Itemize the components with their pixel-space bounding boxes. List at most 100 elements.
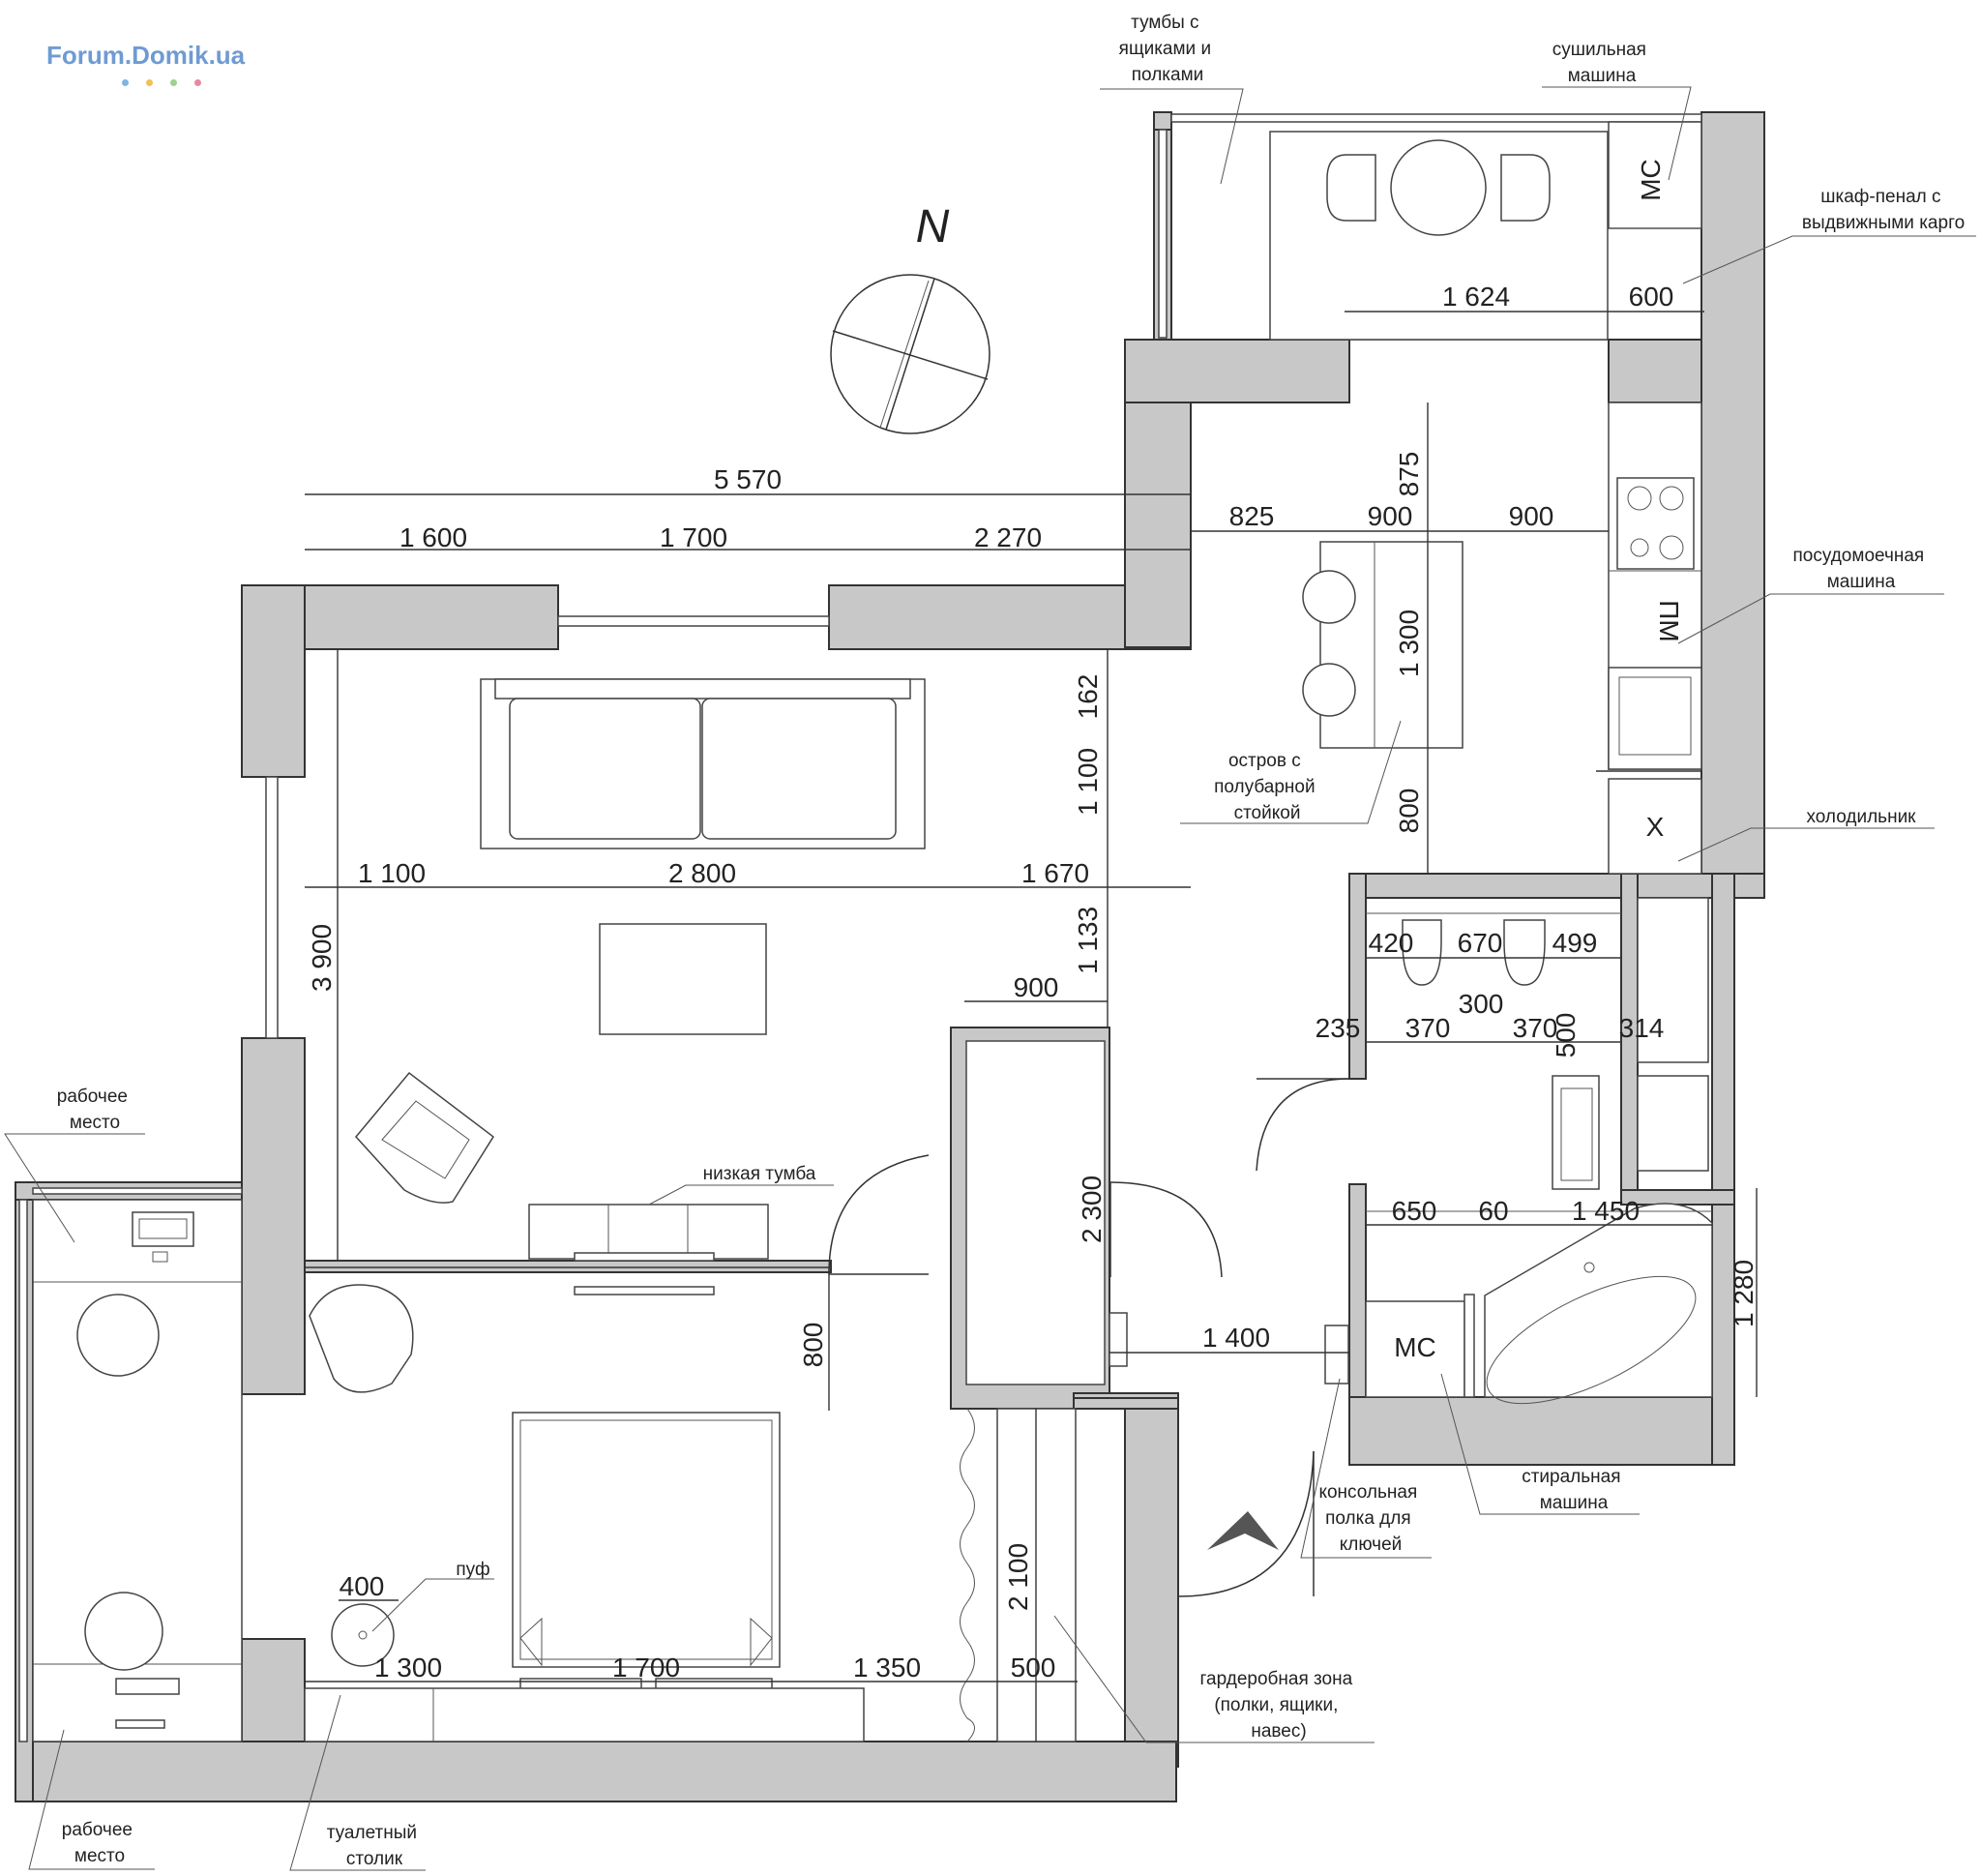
- dim-wc-4: 235: [1316, 1013, 1361, 1043]
- leader: [4, 1133, 145, 1243]
- leader: [1300, 1378, 1432, 1559]
- laptop-pad: [152, 1251, 168, 1263]
- wardrobe-core: [965, 1040, 1106, 1385]
- wall: [1711, 873, 1735, 1466]
- label-line: стиральная: [1522, 1467, 1620, 1487]
- dim-living-h3: 1 670: [1021, 858, 1089, 888]
- keyboard: [115, 1678, 180, 1695]
- dim-wc-1: 420: [1369, 928, 1414, 958]
- logo-dot: [146, 79, 153, 86]
- forum-logo[interactable]: Forum.Domik.ua: [46, 41, 246, 70]
- wall: [1124, 339, 1350, 403]
- sofa-cushion: [701, 698, 897, 840]
- dim-bed-h2: 1 700: [612, 1653, 680, 1682]
- radiator: [1109, 1312, 1128, 1367]
- dim-wc-6: 300: [1459, 989, 1504, 1019]
- label-island: остров с полубарной стойкой: [1214, 751, 1320, 823]
- dim-bed-h1: 1 300: [374, 1653, 442, 1682]
- wall: [1700, 111, 1765, 899]
- laptop-keys: [138, 1218, 188, 1239]
- bar-stool: [1302, 570, 1356, 624]
- pouf-center: [358, 1630, 368, 1640]
- label-line: туалетный: [327, 1823, 417, 1843]
- dim-top-1: 1 600: [399, 522, 467, 552]
- wall: [1348, 873, 1765, 899]
- compass-circle: [830, 274, 990, 434]
- north-label: N: [916, 201, 950, 253]
- label-line: навес): [1251, 1721, 1306, 1742]
- compass-needle: [879, 280, 930, 429]
- dimension-lines: [305, 311, 1758, 1742]
- dim-bed-800: 800: [798, 1323, 828, 1368]
- dim-bath-3: 1 450: [1572, 1196, 1640, 1226]
- dim-bath-1: 650: [1392, 1196, 1437, 1226]
- label-line: место: [74, 1846, 125, 1866]
- walls: [15, 111, 1765, 1802]
- wall: [241, 1037, 306, 1395]
- annotation-labels: тумбы с ящиками и полками сушильная маши…: [4, 13, 1976, 1871]
- hob: [1616, 477, 1695, 570]
- label-line: остров с: [1228, 751, 1301, 771]
- logo-dot: [122, 79, 129, 86]
- label-line: шкаф-пенал с: [1820, 187, 1940, 207]
- label-line: выдвижными карго: [1802, 213, 1965, 233]
- wall: [15, 1741, 1177, 1802]
- window: [265, 776, 279, 1039]
- kitchen: ПМ Х: [1302, 402, 1702, 875]
- bathroom: МС: [1365, 897, 1713, 1405]
- compass: N: [830, 201, 990, 434]
- leader: [1180, 720, 1402, 824]
- wall: [304, 1260, 832, 1273]
- leader: [648, 1184, 834, 1206]
- leader: [1682, 235, 1976, 284]
- label-workplace-bottom: рабочее место: [62, 1820, 137, 1866]
- leader: [371, 1578, 494, 1632]
- drain: [1583, 1262, 1595, 1273]
- wall: [1073, 1392, 1179, 1399]
- entrance-arrow: [1207, 1511, 1279, 1550]
- label-pouf: пуф: [456, 1560, 489, 1580]
- dim-bed-h3: 1 350: [853, 1653, 921, 1682]
- laptop: [132, 1211, 194, 1247]
- door-swing: [1109, 1181, 1223, 1278]
- label-line: гардеробная зона: [1200, 1669, 1353, 1689]
- dim-wardrobe-2100: 2 100: [1003, 1543, 1033, 1611]
- burner: [1659, 535, 1684, 560]
- coffee-table: [599, 923, 767, 1035]
- dim-island-len: 1 300: [1394, 610, 1424, 677]
- dim-living-v1: 162: [1073, 674, 1103, 720]
- label-line: тумбы с: [1131, 13, 1198, 33]
- office-chair: [84, 1592, 163, 1671]
- bath-cabinet: [1637, 1075, 1709, 1172]
- chair: [1326, 154, 1376, 222]
- bedroom: [304, 1284, 1077, 1742]
- logo-dots: [122, 74, 219, 91]
- leader: [1542, 86, 1692, 181]
- door-swing: [828, 1154, 930, 1275]
- dim-pouf-400: 400: [340, 1571, 385, 1601]
- burner: [1659, 486, 1684, 511]
- sink-basin: [1560, 1087, 1593, 1181]
- dim-balcony-1: 1 624: [1442, 282, 1510, 312]
- windows: [18, 113, 1702, 1742]
- dim-top-3: 2 270: [974, 522, 1042, 552]
- window: [1158, 129, 1168, 339]
- dim-living-v3: 1 133: [1073, 907, 1103, 974]
- label-line: консольная: [1318, 1482, 1417, 1503]
- toilet: [1402, 919, 1442, 986]
- dim-bath-4: 1 280: [1729, 1260, 1759, 1327]
- logo-dot: [170, 79, 177, 86]
- dim-kitchen-3: 900: [1509, 501, 1554, 531]
- label-line: машина: [1540, 1493, 1609, 1513]
- office-chair: [76, 1294, 160, 1377]
- bed: [512, 1412, 781, 1668]
- workplace-balcony: [32, 1199, 243, 1742]
- window: [18, 1199, 28, 1742]
- label-fridge: холодильник: [1807, 807, 1917, 827]
- label-dishwasher: посудомоечная машина: [1793, 546, 1930, 592]
- washing-machine: [1365, 1300, 1465, 1398]
- bed-sheet: [519, 1617, 773, 1667]
- bath-cabinet: [1637, 897, 1709, 1063]
- mc-bath-symbol: МС: [1394, 1332, 1436, 1362]
